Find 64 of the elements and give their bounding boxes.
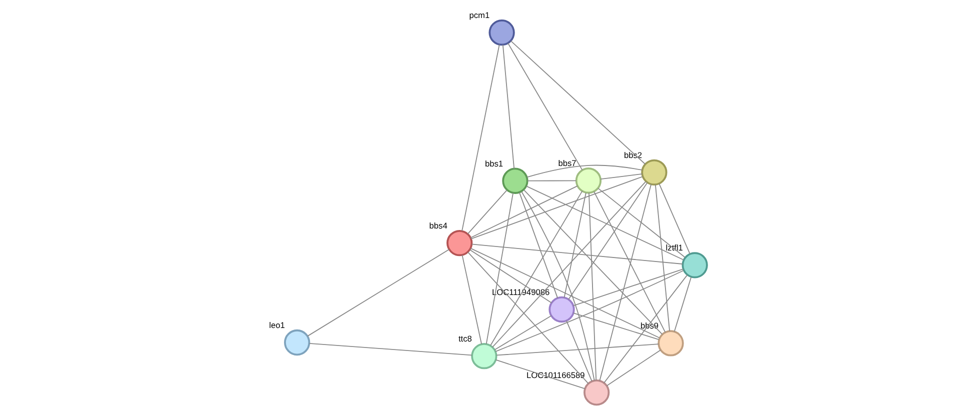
connector: [494, 359, 585, 390]
connector: [654, 184, 670, 332]
connector: [490, 190, 582, 346]
connector: [673, 276, 692, 332]
node-label: LOC111949086: [492, 286, 550, 297]
node-label: bbs1: [484, 158, 503, 168]
connector: [492, 181, 646, 348]
connector: [526, 164, 642, 178]
connector: [494, 315, 552, 350]
connector: [563, 192, 586, 298]
node-circle: [681, 252, 708, 278]
node-label: bbs9: [640, 320, 658, 331]
connector: [566, 320, 592, 382]
node-circle: [470, 343, 497, 370]
connector: [485, 192, 514, 344]
node-label: ttc8: [458, 334, 472, 344]
connector: [470, 185, 578, 238]
connector: [572, 268, 684, 306]
connector: [496, 344, 658, 356]
node-label: lztfl1: [665, 242, 682, 253]
node-circle: [574, 168, 602, 194]
node-circle: [657, 330, 684, 356]
connector: [466, 190, 507, 234]
connector: [308, 342, 472, 356]
connector: [518, 192, 558, 299]
node-label: leo1: [268, 320, 284, 330]
connector: [606, 350, 660, 386]
node-circle: [488, 20, 514, 46]
node-label: pcm1: [468, 10, 490, 20]
node-label: LOC101166589: [526, 370, 584, 380]
connector: [526, 180, 576, 182]
connector: [588, 192, 596, 381]
connector: [598, 184, 652, 382]
connector: [466, 252, 588, 384]
connector: [597, 188, 685, 258]
connector: [600, 173, 642, 180]
connector: [494, 270, 684, 352]
node-circle: [640, 159, 667, 186]
connector: [470, 176, 643, 240]
connector: [525, 186, 684, 260]
connector: [461, 254, 482, 344]
node-circle: [548, 296, 574, 323]
connector: [469, 249, 552, 304]
connector: [470, 248, 660, 338]
connector: [502, 44, 514, 170]
connector: [306, 248, 450, 336]
node-label: bbs4: [428, 220, 447, 230]
node-label: bbs7: [558, 158, 576, 168]
connector: [572, 312, 659, 340]
connector: [507, 42, 582, 171]
connector: [568, 182, 648, 300]
connector: [593, 191, 666, 333]
connector: [522, 189, 662, 335]
connector: [461, 44, 500, 232]
node-circle: [583, 379, 610, 406]
node-label: bbs2: [623, 150, 642, 160]
connector: [658, 183, 690, 254]
connector: [603, 274, 688, 384]
connector: [520, 191, 594, 381]
node-circle: [284, 329, 310, 356]
node-circle: [446, 230, 472, 256]
node-circle: [502, 168, 528, 194]
connector: [470, 244, 682, 264]
connector: [510, 40, 646, 165]
